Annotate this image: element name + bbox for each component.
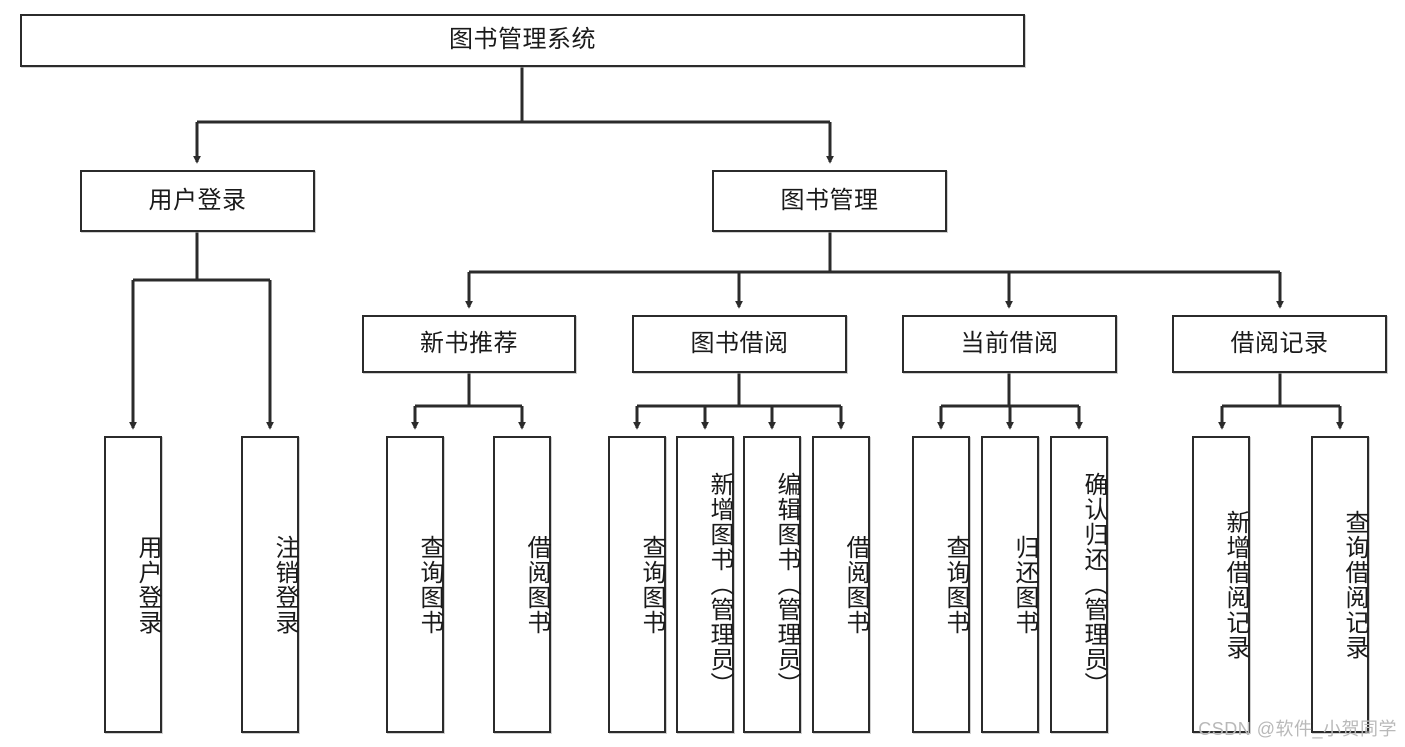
node-user-login[interactable]: 用户登录 [80,170,315,232]
node-leaf-logout[interactable]: 注销登录 [241,436,299,733]
node-leaf-add-book-admin[interactable]: 新增图书（管理员） [676,436,734,733]
node-label: 当前借阅 [960,329,1059,357]
node-leaf-add-borrow-record[interactable]: 新增借阅记录 [1192,436,1250,733]
node-leaf-query-book-recommend[interactable]: 查询图书 [386,436,444,733]
csdn-watermark: CSDN @软件_小贺同学 [1198,719,1397,739]
node-new-book-recommend[interactable]: 新书推荐 [362,315,576,373]
node-label: 借阅图书 [523,534,550,635]
node-label: 编辑图书（管理员） [773,472,800,697]
node-label: 用户登录 [148,186,247,214]
node-borrow-records[interactable]: 借阅记录 [1172,315,1387,373]
node-label: 图书借阅 [690,329,789,357]
node-label: 新增图书（管理员） [706,472,733,697]
node-label: 查询图书 [942,534,969,635]
node-current-borrow[interactable]: 当前借阅 [902,315,1117,373]
node-leaf-user-login[interactable]: 用户登录 [104,436,162,733]
node-label: 查询图书 [416,534,443,635]
node-label: 新书推荐 [420,329,518,357]
node-label: 注销登录 [271,534,298,635]
node-leaf-edit-book-admin[interactable]: 编辑图书（管理员） [743,436,801,733]
node-book-management[interactable]: 图书管理 [712,170,947,232]
node-leaf-return-book[interactable]: 归还图书 [981,436,1039,733]
node-label: 图书管理系统 [449,26,596,54]
node-root-book-management-system[interactable]: 图书管理系统 [20,14,1025,67]
node-book-borrow[interactable]: 图书借阅 [632,315,847,373]
node-leaf-borrow-book[interactable]: 借阅图书 [812,436,870,733]
node-leaf-borrow-book-recommend[interactable]: 借阅图书 [493,436,551,733]
node-label: 归还图书 [1011,534,1038,635]
node-leaf-query-book-borrow[interactable]: 查询图书 [608,436,666,733]
node-label: 查询图书 [638,534,665,635]
node-label: 查询借阅记录 [1341,509,1368,660]
node-leaf-query-book-current[interactable]: 查询图书 [912,436,970,733]
node-label: 图书管理 [780,186,879,214]
node-leaf-confirm-return-admin[interactable]: 确认归还（管理员） [1050,436,1108,733]
node-label: 确认归还（管理员） [1080,472,1107,697]
node-label: 借阅记录 [1230,329,1329,357]
node-leaf-query-borrow-record[interactable]: 查询借阅记录 [1311,436,1369,733]
node-label: 用户登录 [134,534,161,635]
node-label: 借阅图书 [842,534,869,635]
node-label: 新增借阅记录 [1222,509,1249,660]
